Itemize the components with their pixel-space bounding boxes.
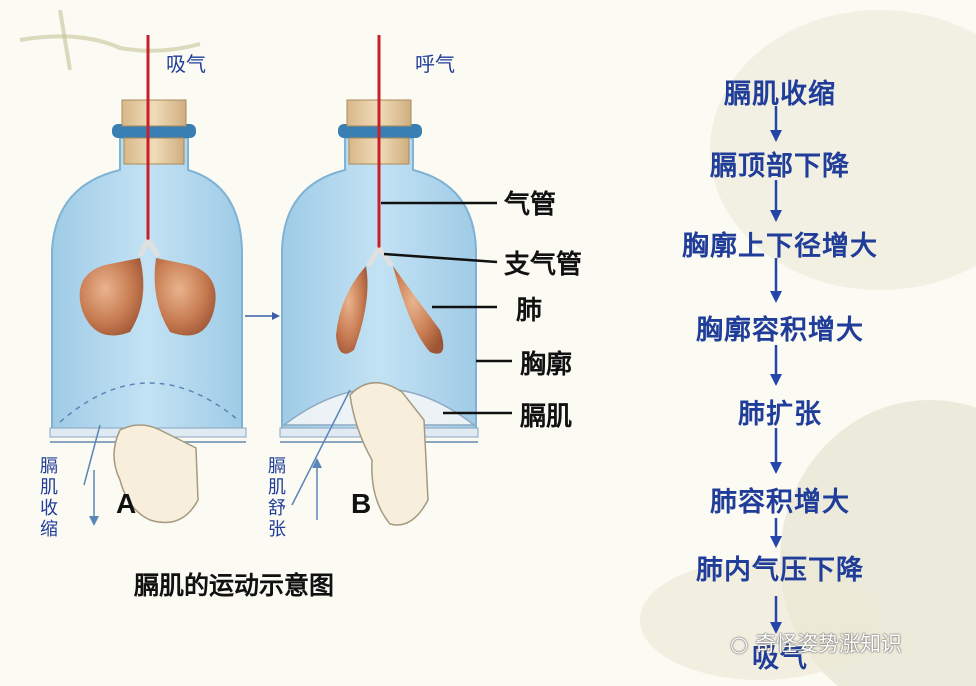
jar-b-body [281,137,477,431]
watermark-text: 奇怪姿势涨知识 [755,632,903,656]
inhale-label: 吸气 [166,52,206,76]
jar-a-right-lung [154,258,216,336]
jar-a-cork-lower [123,137,185,165]
label-trachea: 气管 [504,190,557,220]
flow-step-8: 吸气 [752,643,808,674]
label-bronchus: 支气管 [504,250,583,280]
flowchart-arrows [770,106,782,634]
jar-a [49,35,247,526]
label-diaphragm: 膈肌 [520,402,573,432]
jar-b [279,35,479,526]
jar-b-left-lung [336,266,368,354]
diaphragm-contract-vertical-label: 膈肌收缩 [40,456,58,540]
jar-a-left-lung [79,258,144,336]
flow-step-1: 膈肌收缩 [724,79,836,110]
jar-a-neck-band [112,124,196,138]
jar-a-hand [113,424,199,524]
flow-step-6: 肺容积增大 [710,487,850,518]
watermark: ○ 奇怪姿势涨知识 [730,628,902,658]
jar-a-diaphragm-dashed [59,382,239,423]
diaphragm-relax-vertical-label: 膈肌舒张 [268,456,286,540]
exhale-label: 呼气 [415,52,455,76]
flow-step-5: 肺扩张 [738,399,822,430]
jar-b-letter: B [351,488,372,519]
flow-step-2: 膈顶部下降 [710,151,850,182]
between-arrow [245,312,280,320]
flow-step-3: 胸廓上下径增大 [682,231,878,262]
diagram-caption: 膈肌的运动示意图 [134,571,335,600]
flow-step-7: 肺内气压下降 [696,555,864,586]
jar-b-bronchi [365,246,395,268]
jar-b-hand [349,382,429,526]
leader-lines [381,201,512,415]
flow-step-4: 胸廓容积增大 [696,315,864,346]
label-lung: 肺 [516,296,543,326]
wechat-icon: ○ [730,632,749,656]
jar-a-cork [121,99,187,127]
jar-b-right-lung [393,266,444,354]
jar-a-letter: A [116,488,137,519]
jar-a-body [51,137,243,431]
jar-a-bronchi [137,238,161,258]
label-thorax: 胸廓 [520,350,573,380]
